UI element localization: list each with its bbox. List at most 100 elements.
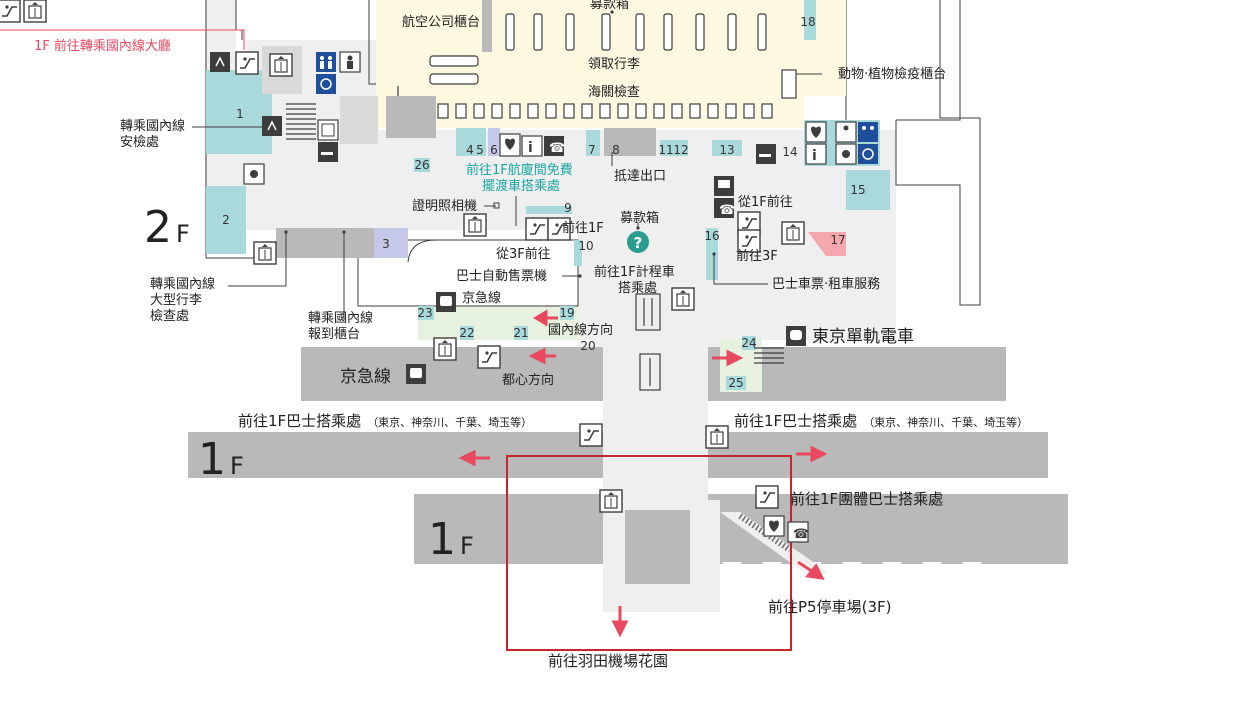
leader-lines — [192, 73, 822, 320]
left-gray-1 — [340, 96, 378, 144]
customs-label: 海關檢查 — [588, 84, 640, 100]
nursing-room-icon — [835, 143, 857, 165]
bus-rental-label: 巴士車票‧租車服務 — [772, 277, 880, 292]
phone-icon: ☎ — [787, 521, 809, 543]
escalator-icon[interactable] — [0, 0, 21, 23]
aed-icon — [763, 515, 785, 537]
elevator-icon[interactable] — [705, 425, 729, 449]
shop-26 — [414, 158, 430, 172]
from-1f-label: 從1F前往 — [738, 194, 793, 210]
shop-19 — [560, 306, 574, 320]
domestic-security-label-2: 安檢處 — [120, 134, 159, 150]
baggage-check-label-2: 大型行李 — [150, 293, 202, 308]
shop-number-14: 14 — [782, 145, 797, 159]
floor-band-1f-lower — [414, 494, 1068, 564]
svg-text:i: i — [812, 148, 817, 164]
baggage-claim-label: 領取行李 — [588, 56, 640, 72]
bus-1f-label-left: 前往1F巴士搭乘處（東京、神奈川、千葉、埼玉等） — [238, 412, 532, 430]
train-icon — [406, 364, 426, 384]
shop-21 — [514, 326, 528, 340]
airline-counter-label: 航空公司櫃台 — [402, 14, 480, 30]
free-shuttle-label-2: 擺渡車搭乘處 — [482, 178, 560, 194]
domestic-hall-route-line — [0, 29, 245, 50]
shop-9 — [526, 206, 572, 214]
shop-number-8: 8 — [612, 143, 620, 157]
shop-number-22: 22 — [459, 326, 474, 340]
escalator-icon[interactable] — [579, 423, 603, 447]
elevator-icon[interactable] — [253, 241, 277, 265]
elevator-icon[interactable] — [433, 337, 457, 361]
bus-rental-wall — [896, 0, 961, 121]
left-gray-2 — [386, 96, 436, 138]
family-restroom-icon — [339, 51, 361, 73]
smoking-icon — [318, 142, 338, 162]
escalator-icon[interactable] — [235, 51, 259, 75]
elevator-icon[interactable] — [781, 221, 805, 245]
shop-number-10: 10 — [578, 239, 593, 253]
elevator-icon[interactable] — [23, 0, 47, 23]
baggage-check-label-3: 檢查處 — [150, 308, 189, 324]
p5-parking-label: 前往P5停車場(3F) — [768, 598, 891, 616]
escalator-icon[interactable] — [477, 345, 501, 369]
shop-number-20: 20 — [580, 339, 595, 353]
taxi-label-2: 搭乘處 — [618, 280, 657, 296]
staff-service-icon — [262, 116, 282, 136]
donation-box-label: 募款箱 — [620, 210, 659, 226]
checkin-counter-label-2: 報到櫃台 — [308, 327, 360, 342]
shop-number-17: 17 — [830, 233, 845, 247]
customs-booths — [437, 103, 773, 119]
svg-text:☎: ☎ — [793, 527, 809, 542]
svg-text:?: ? — [634, 234, 643, 252]
keikyu-big-label: 京急線 — [340, 367, 391, 387]
help-icon[interactable]: ? — [627, 231, 649, 253]
elevator-icon[interactable] — [671, 287, 695, 311]
floor-band-1f-teeth — [722, 562, 982, 575]
shop-number-16: 16 — [704, 229, 719, 243]
smoking-icon — [756, 144, 776, 164]
shop-number-12: 12 — [673, 143, 688, 157]
elevator-icon[interactable] — [599, 489, 623, 513]
restroom-icon — [316, 52, 336, 72]
shop-number-25: 25 — [728, 376, 743, 390]
svg-text:i: i — [528, 140, 533, 156]
shop-number-7: 7 — [588, 143, 596, 157]
escalator-icon[interactable] — [525, 217, 549, 241]
shop-number-3: 3 — [382, 237, 390, 251]
shop-15 — [846, 170, 890, 210]
moving-walkway — [635, 293, 661, 391]
id-photo-label: 證明照相機 — [412, 198, 477, 214]
taxi-label: 前往1F計程車 — [594, 264, 675, 280]
nursing-room-icon — [243, 163, 265, 185]
shop-7 — [586, 130, 600, 156]
free-shuttle-label: 前往1F航廈間免費 — [466, 162, 573, 178]
p5-ramp — [720, 512, 828, 578]
monorail-icon — [786, 326, 806, 346]
svg-text:☎: ☎ — [549, 141, 565, 156]
shop-number-4: 4 — [466, 143, 474, 157]
bus-ticket-machine-label: 巴士自動售票機 — [456, 268, 547, 284]
marker-dots — [284, 10, 716, 278]
bus-ticket-curve — [407, 239, 437, 263]
bus-1f-label-right: 前往1F巴士搭乘處（東京、神奈川、千葉、埼玉等） — [734, 412, 1028, 430]
train-icon — [436, 292, 456, 312]
quarantine-label: 動物‧植物檢疫櫃台 — [838, 66, 946, 82]
domestic-direction-label: 國內線方向 — [548, 322, 613, 338]
aed-icon — [805, 121, 827, 143]
elevator-icon[interactable] — [463, 213, 487, 237]
keikyu-small-label: 京急線 — [462, 290, 501, 306]
shop-number-26: 26 — [414, 158, 429, 172]
arrival-exit-block — [604, 128, 656, 156]
corridor-garden-cut — [625, 510, 690, 584]
shop-number-24: 24 — [741, 336, 756, 350]
shop-11-12 — [660, 140, 688, 156]
shop-number-11: 11 — [658, 143, 673, 157]
elevator-icon[interactable] — [269, 53, 293, 77]
locker-icon — [317, 119, 339, 141]
escalator-icon[interactable] — [755, 485, 779, 509]
to-3f-label: 前往3F — [736, 248, 778, 264]
baggage-check-label: 轉乘國內線 — [150, 276, 215, 292]
shop-13 — [712, 140, 742, 156]
